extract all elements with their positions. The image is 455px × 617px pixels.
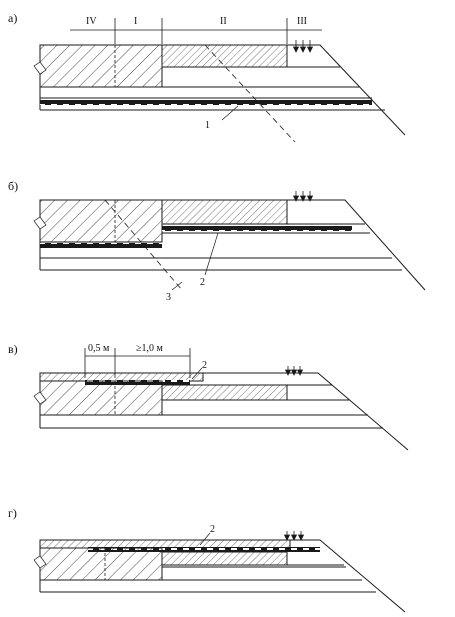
zone-i-label: I [134, 16, 137, 27]
panel-b-label: б) [8, 179, 18, 193]
membrane-strip [162, 226, 352, 231]
break-mark-icon [33, 555, 47, 569]
callout-3: 3 [166, 292, 171, 303]
zone-dimension-line [70, 18, 322, 44]
break-mark-icon [33, 391, 47, 405]
dim-label-right: ≥1,0 м [136, 343, 163, 354]
overlay-layer [39, 539, 291, 549]
panel-a: а) IV I II III [8, 11, 406, 143]
callout-2: 2 [202, 360, 207, 371]
new-concrete-block [161, 551, 288, 566]
panel-v: в) 0,5 м ≥1,0 м [8, 342, 409, 451]
callout-2: 2 [210, 524, 215, 535]
panel-a-label: а) [8, 11, 17, 25]
new-concrete-block [161, 384, 288, 401]
callout-1: 1 [205, 120, 210, 131]
pavement-layers [39, 372, 409, 451]
downward-load-arrows-icon [292, 40, 314, 53]
membrane-strip [40, 243, 162, 248]
pavement-layers [39, 539, 406, 613]
downward-load-arrows-icon [284, 366, 304, 376]
callout-2-leader [204, 232, 219, 276]
callout-2-leader [199, 532, 211, 546]
zone-iii-label: III [297, 16, 307, 27]
panel-v-label: в) [8, 342, 18, 356]
new-concrete-block [161, 199, 288, 225]
overlay-layer [39, 372, 204, 382]
panel-g-label: г) [8, 506, 17, 520]
callout-2-leader [191, 367, 203, 380]
old-concrete-block [39, 547, 163, 581]
zone-iv-label: IV [86, 16, 97, 27]
old-concrete-block [39, 380, 163, 416]
panel-b: б) 2 3 [8, 179, 426, 303]
panel-g: г) 2 [8, 506, 406, 613]
membrane-strip [88, 547, 320, 552]
pavement-layers [39, 199, 426, 291]
old-concrete-block [39, 199, 163, 243]
callout-3-leader [171, 281, 183, 291]
slope-line [204, 44, 296, 143]
new-concrete-block [161, 44, 288, 68]
break-mark-icon [33, 61, 47, 75]
dim-label-left: 0,5 м [88, 343, 110, 354]
callout-2: 2 [200, 277, 205, 288]
downward-load-arrows-icon [292, 191, 314, 202]
membrane-strip [40, 100, 372, 105]
callout-1-leader [221, 105, 239, 121]
break-mark-icon [33, 216, 47, 230]
old-concrete-block [39, 44, 163, 88]
pavement-layers [39, 44, 406, 136]
zone-ii-label: II [220, 16, 227, 27]
downward-load-arrows-icon [283, 531, 305, 541]
